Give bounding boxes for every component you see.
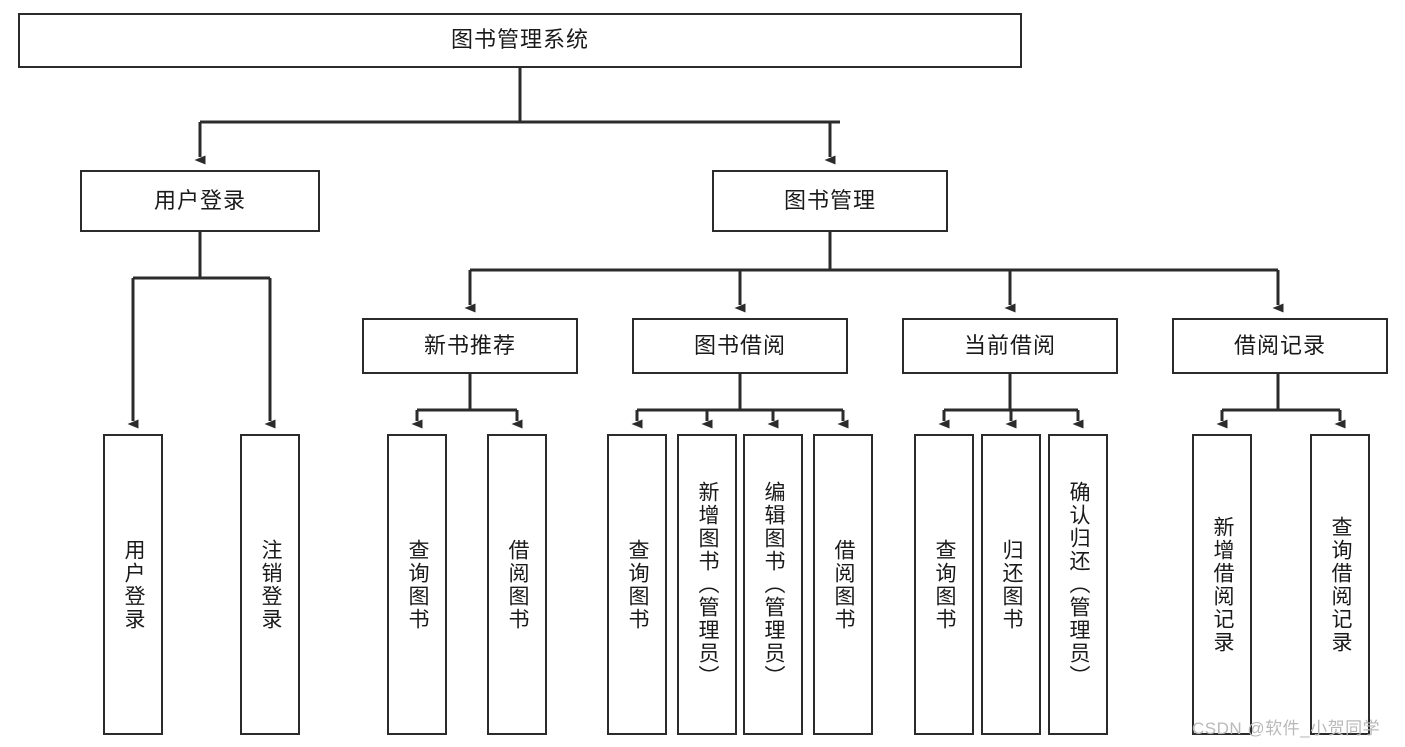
- leaf-add-borrow-record[interactable]: 新增借阅记录: [1192, 434, 1252, 735]
- leaf-user-logout-label: 注销登录: [259, 538, 283, 631]
- leaf-query-borrow-record-label: 查询借阅记录: [1329, 515, 1353, 654]
- node-borrow-records[interactable]: 借阅记录: [1172, 318, 1388, 374]
- leaf-edit-book-admin-label: 编辑图书（管理员）: [762, 481, 786, 688]
- node-current-borrow[interactable]: 当前借阅: [902, 318, 1118, 374]
- leaf-query-book-borrow-label: 查询图书: [626, 538, 650, 631]
- node-new-book-recommend-label: 新书推荐: [423, 332, 516, 358]
- leaf-confirm-return-admin-label: 确认归还（管理员）: [1067, 481, 1091, 688]
- leaf-user-login-label: 用户登录: [122, 538, 146, 631]
- node-user-login[interactable]: 用户登录: [80, 170, 320, 232]
- leaf-confirm-return-admin[interactable]: 确认归还（管理员）: [1048, 434, 1108, 735]
- leaf-add-book-admin-label: 新增图书（管理员）: [696, 481, 720, 688]
- leaf-query-book-current[interactable]: 查询图书: [914, 434, 974, 735]
- node-current-borrow-label: 当前借阅: [963, 332, 1056, 358]
- leaf-query-borrow-record[interactable]: 查询借阅记录: [1310, 434, 1370, 735]
- node-book-borrow[interactable]: 图书借阅: [632, 318, 848, 374]
- leaf-lend-book[interactable]: 借阅图书: [813, 434, 873, 735]
- leaf-query-book-borrow[interactable]: 查询图书: [607, 434, 667, 735]
- node-book-management-label: 图书管理: [783, 187, 876, 213]
- leaf-query-book-newbook[interactable]: 查询图书: [387, 434, 447, 735]
- leaf-return-book-label: 归还图书: [1000, 538, 1024, 631]
- leaf-query-book-current-label: 查询图书: [933, 538, 957, 631]
- csdn-watermark: CSDN @软件_小贺同学: [1192, 719, 1381, 738]
- leaf-user-logout[interactable]: 注销登录: [240, 434, 300, 735]
- leaf-add-book-admin[interactable]: 新增图书（管理员）: [677, 434, 737, 735]
- node-book-borrow-label: 图书借阅: [693, 332, 786, 358]
- leaf-borrow-book-newbook[interactable]: 借阅图书: [487, 434, 547, 735]
- node-user-login-label: 用户登录: [153, 187, 246, 213]
- leaf-borrow-book-newbook-label: 借阅图书: [506, 538, 530, 631]
- leaf-lend-book-label: 借阅图书: [832, 538, 856, 631]
- node-borrow-records-label: 借阅记录: [1233, 332, 1326, 358]
- node-root-label: 图书管理系统: [450, 27, 589, 53]
- leaf-return-book[interactable]: 归还图书: [981, 434, 1041, 735]
- node-root[interactable]: 图书管理系统: [18, 13, 1022, 68]
- leaf-query-book-newbook-label: 查询图书: [406, 538, 430, 631]
- leaf-user-login[interactable]: 用户登录: [103, 434, 163, 735]
- leaf-add-borrow-record-label: 新增借阅记录: [1211, 515, 1235, 654]
- node-new-book-recommend[interactable]: 新书推荐: [362, 318, 578, 374]
- leaf-edit-book-admin[interactable]: 编辑图书（管理员）: [743, 434, 803, 735]
- node-book-management[interactable]: 图书管理: [712, 170, 948, 232]
